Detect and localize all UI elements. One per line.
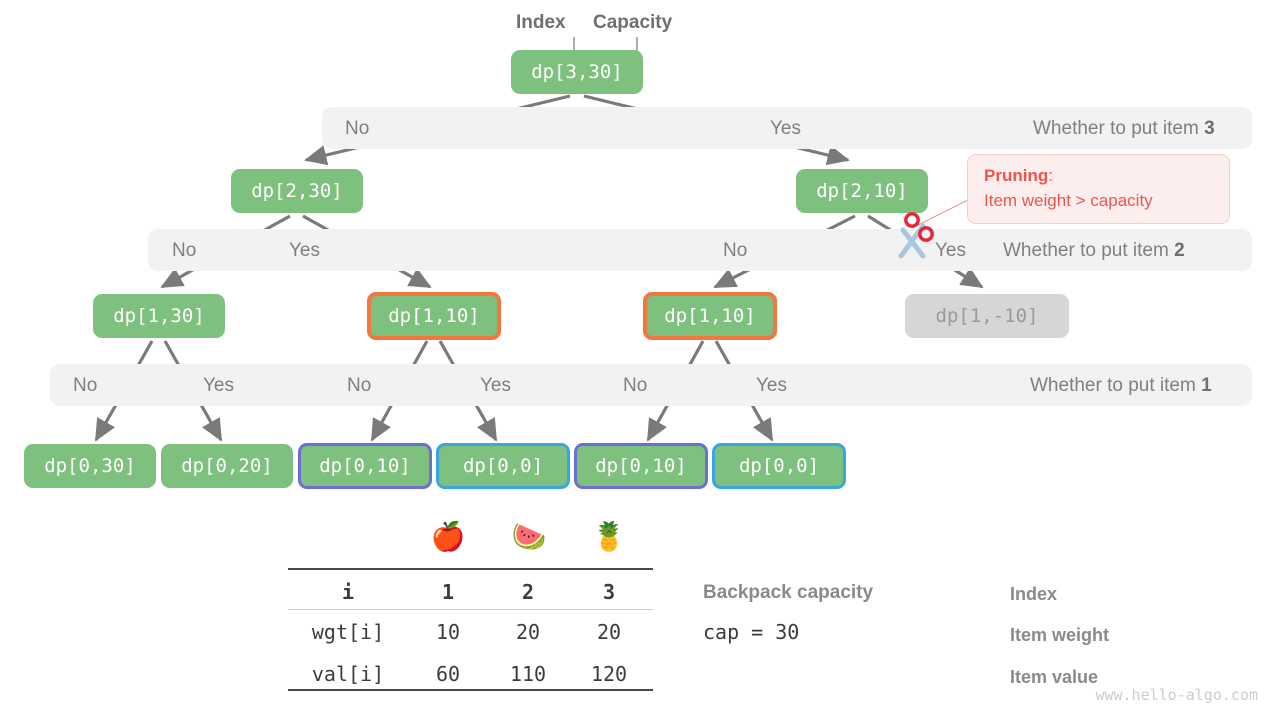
table-row-label-item-value: Item value bbox=[1010, 667, 1099, 687]
tree-node-dp-1-10-right[interactable]: dp[1,10] bbox=[643, 292, 777, 340]
band-2-question-text: Whether to put item bbox=[1003, 240, 1175, 261]
decision-band-item-3 bbox=[322, 107, 1252, 149]
table-cell-value-1: 60 bbox=[435, 662, 461, 686]
capacity-column-label: Capacity bbox=[593, 12, 673, 33]
table-cell-key-wgt: wgt[i] bbox=[311, 620, 385, 644]
band-3-choice-yes: Yes bbox=[770, 118, 801, 139]
table-cell-key-i: i bbox=[341, 580, 355, 604]
table-cell-value-3: 120 bbox=[590, 662, 628, 686]
tree-node-dp-2-30[interactable]: dp[2,30] bbox=[231, 169, 363, 213]
decision-band-item-2 bbox=[148, 229, 1252, 271]
band-1-choice-no-1: No bbox=[73, 375, 98, 396]
scissors-icon bbox=[898, 212, 934, 259]
band-1-choice-no-3: No bbox=[623, 375, 648, 396]
band-3-question-text: Whether to put item bbox=[1033, 118, 1205, 139]
table-row-label-index: Index bbox=[1010, 584, 1058, 604]
table-cell-weight-1: 10 bbox=[435, 620, 461, 644]
leaf-node-dp-0-10-left[interactable]: dp[0,10] bbox=[298, 443, 432, 489]
band-2-choice-no-1: No bbox=[172, 240, 197, 261]
band-2-choice-no-2: No bbox=[723, 240, 748, 261]
table-cell-index-2: 2 bbox=[521, 580, 535, 604]
band-1-choice-yes-1: Yes bbox=[203, 375, 234, 396]
leaf-node-dp-0-10-right[interactable]: dp[0,10] bbox=[574, 443, 708, 489]
watermark: www.hello-algo.com bbox=[1095, 686, 1258, 704]
watermelon-emoji: 🍉 bbox=[511, 521, 547, 552]
decision-band-item-1 bbox=[50, 364, 1252, 406]
band-1-item-number: 1 bbox=[1201, 375, 1212, 396]
band-1-question: Whether to put item 1 bbox=[1030, 376, 1212, 395]
leaf-node-dp-0-0-right[interactable]: dp[0,0] bbox=[712, 443, 846, 489]
band-1-question-text: Whether to put item bbox=[1030, 375, 1202, 396]
band-3-question: Whether to put item 3 bbox=[1033, 119, 1215, 138]
band-1-choice-yes-3: Yes bbox=[756, 375, 787, 396]
band-1-choice-no-2: No bbox=[347, 375, 372, 396]
band-3-item-number: 3 bbox=[1204, 118, 1215, 139]
table-rule-top bbox=[288, 568, 653, 570]
tree-node-dp-3-30[interactable]: dp[3,30] bbox=[511, 50, 643, 94]
band-2-question: Whether to put item 2 bbox=[1003, 241, 1185, 260]
table-rule-mid bbox=[288, 609, 653, 610]
band-1-choice-yes-2: Yes bbox=[480, 375, 511, 396]
pruning-title-line: Pruning: bbox=[984, 164, 1215, 189]
pruning-colon: : bbox=[1048, 166, 1053, 185]
index-column-label: Index bbox=[516, 12, 566, 33]
pineapple-emoji: 🍍 bbox=[591, 521, 627, 552]
table-cell-weight-3: 20 bbox=[596, 620, 622, 644]
apple-emoji: 🍎 bbox=[430, 521, 466, 552]
table-row-label-item-weight: Item weight bbox=[1010, 625, 1110, 645]
band-2-choice-yes-2: Yes bbox=[935, 240, 966, 261]
tree-node-dp-1-30[interactable]: dp[1,30] bbox=[93, 294, 225, 338]
tree-node-dp-1-10-left[interactable]: dp[1,10] bbox=[367, 292, 501, 340]
pruning-title: Pruning bbox=[984, 166, 1049, 185]
pruning-reason: Item weight > capacity bbox=[984, 190, 1153, 210]
table-cell-weight-2: 20 bbox=[515, 620, 541, 644]
leaf-node-dp-0-0-left[interactable]: dp[0,0] bbox=[436, 443, 570, 489]
table-cell-value-2: 110 bbox=[509, 662, 547, 686]
backpack-capacity-title: Backpack capacity bbox=[703, 582, 874, 603]
table-cell-key-val: val[i] bbox=[311, 662, 385, 686]
pruning-callout: Pruning: Item weight > capacity bbox=[967, 154, 1230, 224]
table-cell-index-3: 3 bbox=[602, 580, 616, 604]
band-2-item-number: 2 bbox=[1174, 240, 1185, 261]
band-2-choice-yes-1: Yes bbox=[289, 240, 320, 261]
leaf-node-dp-0-30[interactable]: dp[0,30] bbox=[24, 444, 156, 488]
tree-node-dp-2-10[interactable]: dp[2,10] bbox=[796, 169, 928, 213]
leaf-node-dp-0-20[interactable]: dp[0,20] bbox=[161, 444, 293, 488]
tree-node-dp-1-neg10-pruned[interactable]: dp[1,-10] bbox=[905, 294, 1069, 338]
table-cell-index-1: 1 bbox=[441, 580, 455, 604]
band-3-choice-no: No bbox=[345, 118, 370, 139]
backpack-capacity-value: cap = 30 bbox=[703, 620, 800, 644]
item-table: 🍎 🍉 🍍 Index i 1 2 3 Item weight wgt[i] 1… bbox=[0, 515, 1280, 720]
table-rule-bottom bbox=[288, 689, 653, 691]
